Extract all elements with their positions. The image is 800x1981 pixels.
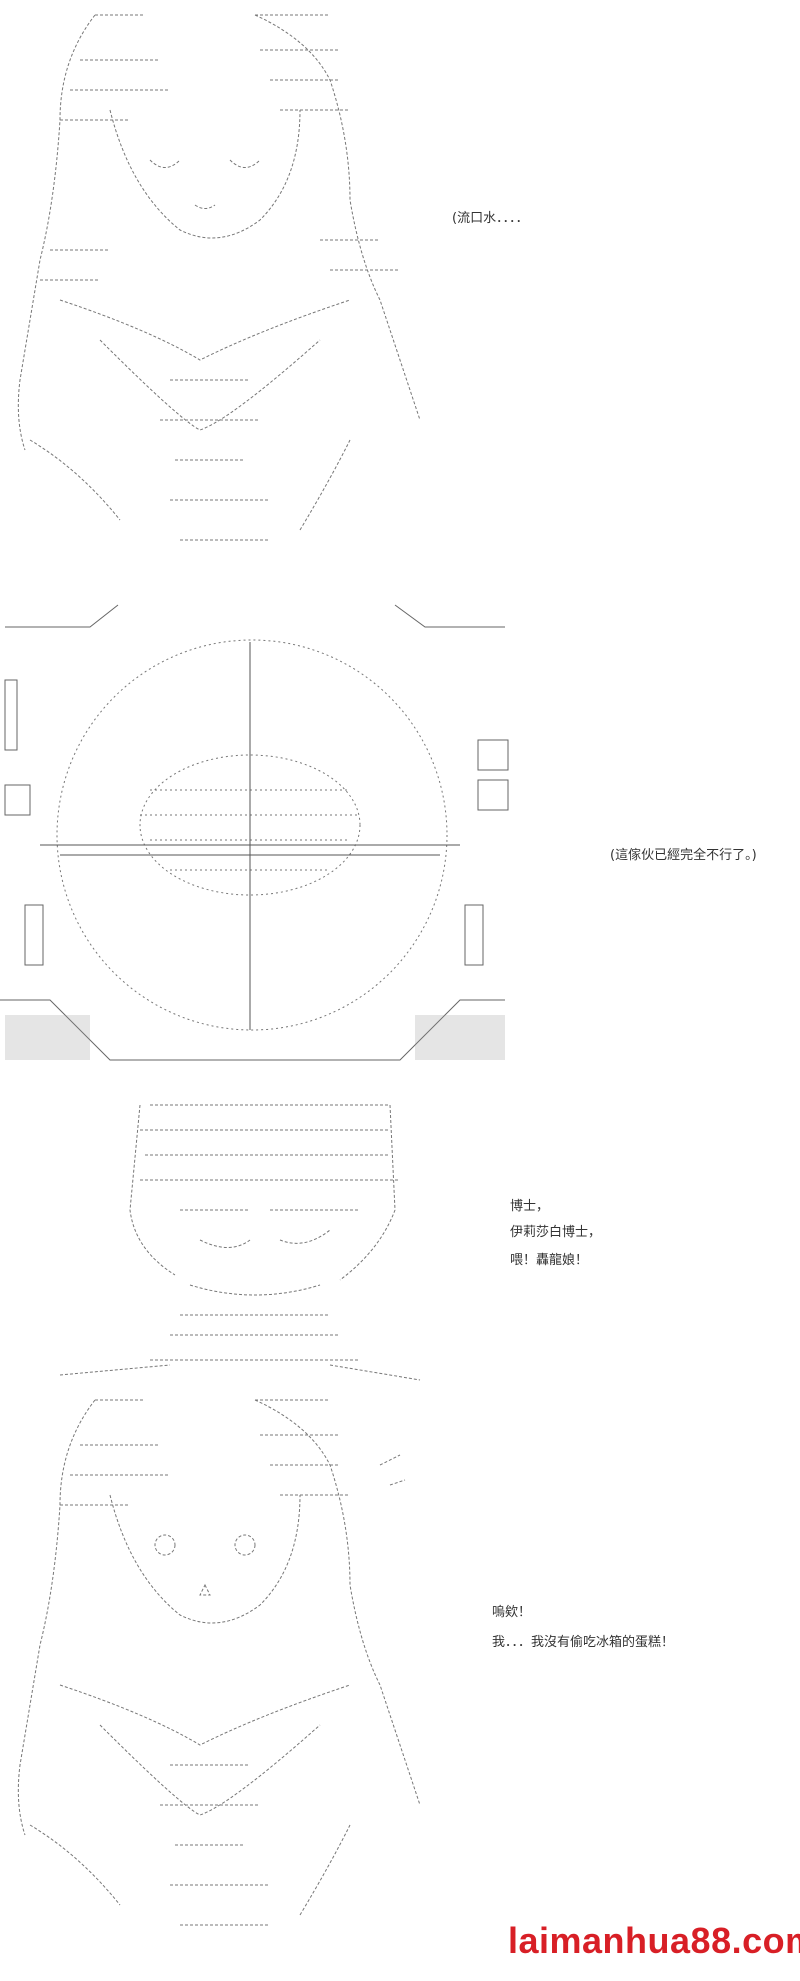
ascii-art-character-startled bbox=[17, 1399, 421, 1926]
panel-3: 博士， 伊莉莎白博士， 喂！轟龍娘！ bbox=[0, 1090, 800, 1385]
ascii-art-character-face bbox=[59, 1104, 421, 1381]
ascii-art-scope-view bbox=[0, 639, 509, 1061]
site-watermark: laimanhua88.com bbox=[508, 1920, 800, 1961]
panel-2: (這傢伙已經完全不行了。) bbox=[0, 630, 800, 1090]
dialogue-line: 伊莉莎白博士， bbox=[510, 1225, 602, 1240]
dialogue-line: 博士， bbox=[510, 1199, 550, 1214]
panel-4: 嗚欸！ 我．．．我沒有偷吃冰箱的蛋糕！ bbox=[0, 1385, 800, 1981]
dialogue-line: (流口水．．．． bbox=[452, 211, 529, 226]
dialogue-line: (這傢伙已經完全不行了。) bbox=[610, 848, 757, 863]
dialogue-line: 喂！轟龍娘！ bbox=[510, 1253, 589, 1268]
ascii-art-character-drooling bbox=[5, 14, 505, 628]
dialogue-line: 我．．．我沒有偷吃冰箱的蛋糕！ bbox=[492, 1635, 675, 1650]
dialogue-line: 嗚欸！ bbox=[492, 1605, 532, 1620]
panel-1: (流口水．．．． bbox=[0, 0, 800, 630]
